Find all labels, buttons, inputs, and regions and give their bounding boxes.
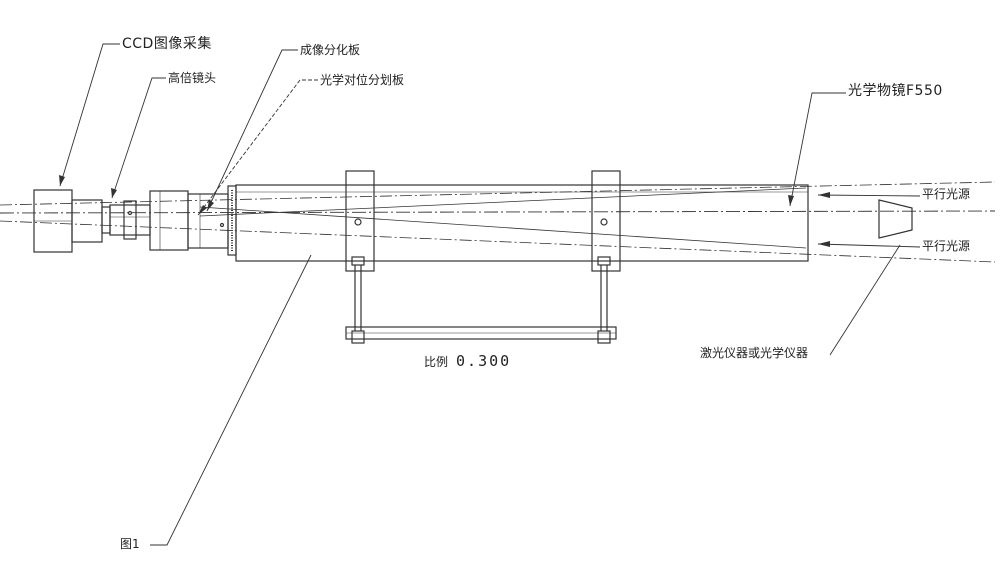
scale-label: 比例 (424, 355, 449, 369)
scale-value: 0.300 (456, 352, 512, 370)
label-parallel-light-bottom: 平行光源 (922, 239, 971, 253)
leader-laser (829, 244, 901, 356)
right-clamp (591, 170, 621, 344)
arrow-imaging (207, 200, 214, 211)
converging-ray-2 (199, 206, 807, 249)
label-objective: 光学物镜F550 (848, 83, 943, 99)
label-imaging-reticle: 成像分化板 (300, 43, 361, 57)
high-mag-lens (109, 200, 151, 240)
leader-light-bottom (817, 243, 921, 248)
optical-axis-line (0, 210, 996, 214)
leader-ccd (59, 43, 120, 187)
laser-instrument-shape (878, 199, 913, 239)
label-laser-instrument: 激光仪器或光学仪器 (700, 346, 809, 360)
lower-light-ray (0, 220, 996, 263)
ccd-camera (33, 189, 111, 253)
converging-ray-1 (199, 187, 807, 217)
arrow-lens (111, 188, 117, 198)
arrow-ccd (59, 175, 65, 186)
label-high-mag-lens: 高倍镜头 (168, 71, 217, 85)
leader-figure (150, 254, 312, 546)
main-tube (227, 184, 809, 262)
arrow-alignment (198, 205, 207, 215)
leader-lens (111, 77, 166, 199)
leader-objective (789, 92, 846, 207)
scale-indicator: 比例 0.300 (424, 354, 511, 369)
leader-alignment-reticle (197, 79, 318, 216)
label-parallel-light-top: 平行光源 (922, 187, 971, 201)
arrow-light-top (818, 192, 830, 198)
arrow-objective (788, 195, 794, 206)
upper-light-ray (0, 181, 996, 206)
base-stand (345, 326, 617, 340)
label-ccd-capture: CCD图像采集 (122, 36, 212, 52)
leader-light-top (817, 194, 921, 197)
label-alignment-reticle: 光学对位分划板 (320, 73, 405, 87)
label-figure: 图1 (120, 537, 140, 551)
arrow-light-bottom (818, 241, 830, 247)
left-clamp (345, 170, 375, 344)
leader-imaging-reticle (206, 49, 298, 212)
